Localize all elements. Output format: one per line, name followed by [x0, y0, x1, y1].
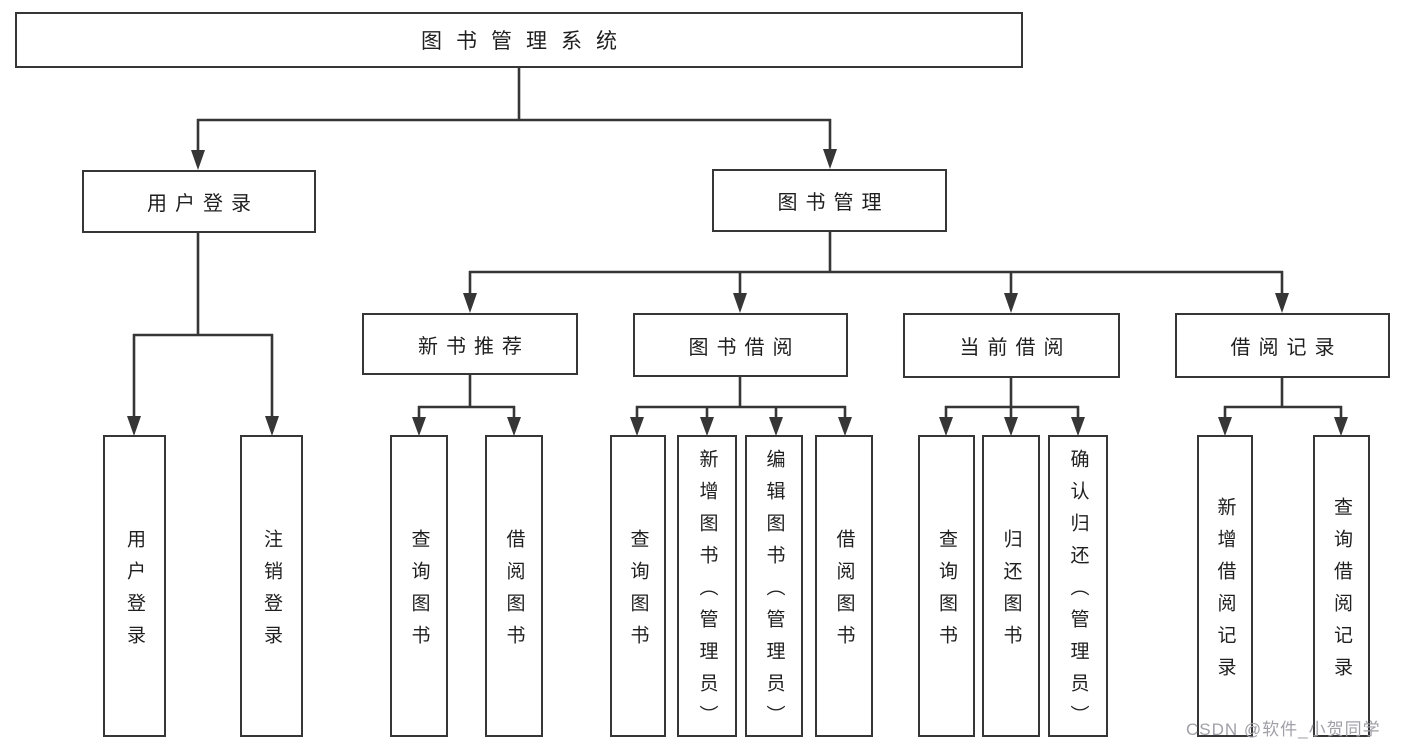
connector-current-borrow-children — [939, 378, 1085, 436]
leaf-bb-add-books-admin: 新增图书（管理员） — [677, 435, 737, 737]
node-book-mgmt-label: 图书管理 — [777, 192, 890, 214]
leaf-logout-login: 注销登录 — [240, 435, 303, 737]
node-new-book-recommend: 新书推荐 — [362, 313, 578, 375]
leaf-br-add-borrow-record: 新增借阅记录 — [1197, 435, 1253, 737]
connector-root-to-level2 — [191, 68, 837, 170]
leaf-bb-borrow-books: 借阅图书 — [815, 435, 873, 737]
leaf-logout-login-label: 注销登录 — [261, 528, 282, 657]
node-user-login: 用户登录 — [82, 170, 316, 233]
leaf-nbr-query-books: 查询图书 — [390, 435, 448, 737]
leaf-br-query-borrow-record: 查询借阅记录 — [1313, 435, 1370, 737]
node-book-borrow-label: 图书借阅 — [688, 336, 801, 359]
connector-book-mgmt-children — [463, 232, 1289, 313]
csdn-watermark: CSDN @软件_小贺同学 — [1186, 720, 1381, 739]
connector-user-login-children — [127, 233, 279, 436]
leaf-bb-add-books-admin-label: 新增图书（管理员） — [696, 448, 718, 737]
node-borrow-record: 借阅记录 — [1175, 313, 1390, 378]
leaf-nbr-borrow-books: 借阅图书 — [485, 435, 543, 737]
node-root: 图书管理系统 — [15, 12, 1023, 68]
leaf-cb-confirm-return-admin-label: 确认归还（管理员） — [1067, 448, 1089, 737]
leaf-bb-query-books: 查询图书 — [610, 435, 666, 737]
node-borrow-record-label: 借阅记录 — [1230, 337, 1343, 359]
node-book-mgmt: 图书管理 — [712, 169, 947, 232]
node-book-borrow: 图书借阅 — [633, 313, 848, 377]
leaf-bb-edit-books-admin-label: 编辑图书（管理员） — [763, 448, 785, 737]
leaf-cb-return-books-label: 归还图书 — [1000, 528, 1022, 657]
leaf-user-login: 用户登录 — [103, 435, 166, 737]
leaf-br-query-borrow-record-label: 查询借阅记录 — [1331, 496, 1352, 689]
node-current-borrow-label: 当前借阅 — [959, 337, 1072, 359]
leaf-bb-query-books-label: 查询图书 — [627, 528, 649, 657]
node-root-label: 图书管理系统 — [421, 30, 631, 53]
leaf-nbr-borrow-books-label: 借阅图书 — [503, 528, 525, 657]
connector-new-book-children — [412, 375, 521, 436]
leaf-cb-query-books-label: 查询图书 — [936, 528, 957, 657]
leaf-bb-edit-books-admin: 编辑图书（管理员） — [745, 435, 803, 737]
leaf-cb-return-books: 归还图书 — [982, 435, 1040, 737]
node-user-login-label: 用户登录 — [147, 193, 259, 215]
node-new-book-recommend-label: 新书推荐 — [418, 335, 530, 358]
leaf-nbr-query-books-label: 查询图书 — [408, 528, 430, 657]
leaf-cb-query-books: 查询图书 — [918, 435, 975, 737]
leaf-br-add-borrow-record-label: 新增借阅记录 — [1214, 496, 1236, 689]
leaf-bb-borrow-books-label: 借阅图书 — [833, 528, 855, 657]
leaf-user-login-label: 用户登录 — [124, 528, 145, 657]
leaf-cb-confirm-return-admin: 确认归还（管理员） — [1048, 435, 1108, 737]
node-current-borrow: 当前借阅 — [903, 313, 1120, 378]
connector-borrow-record-children — [1218, 378, 1348, 436]
connector-book-borrow-children — [630, 377, 852, 436]
